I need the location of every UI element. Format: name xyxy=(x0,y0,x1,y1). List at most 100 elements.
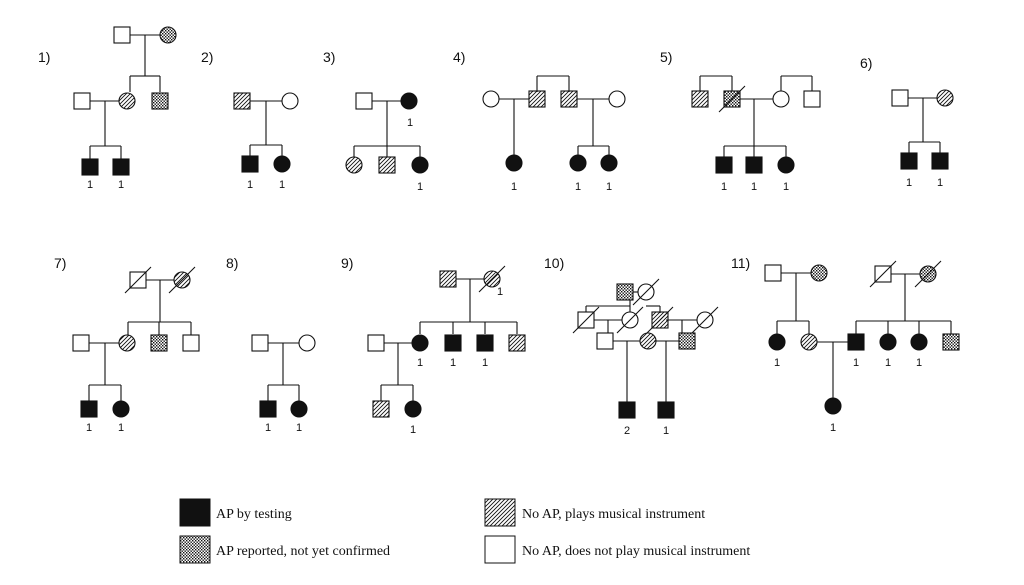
individual-count-17: 1 xyxy=(296,422,302,434)
legend-label-ap-reported: AP reported, not yet confirmed xyxy=(216,544,390,559)
male-unaffected-0 xyxy=(113,26,131,44)
individual-count-9: 1 xyxy=(721,181,727,193)
pedigree-label-6: 6) xyxy=(860,55,872,71)
male-ap-reported-4 xyxy=(151,92,169,110)
male-ap-testing-32 xyxy=(900,152,918,170)
female-ap-testing-21 xyxy=(569,154,587,172)
pedigree-label-3: 3) xyxy=(323,49,335,65)
female-ap-testing-29 xyxy=(777,156,795,174)
deceased-slash xyxy=(646,306,674,334)
individual-count-21: 1 xyxy=(482,357,488,369)
individual-count-6: 1 xyxy=(511,181,517,193)
individual-count-26: 1 xyxy=(853,357,859,369)
individual-count-18: 1 xyxy=(497,286,503,298)
female-plays-instrument-3 xyxy=(118,92,136,110)
deceased-slash xyxy=(718,85,746,113)
female-ap-reported-1 xyxy=(159,26,177,44)
pedigree-label-8: 8) xyxy=(226,255,238,271)
individual-count-7: 1 xyxy=(575,181,581,193)
male-unaffected-66 xyxy=(764,264,782,282)
individual-count-1: 1 xyxy=(118,179,124,191)
male-unaffected-2 xyxy=(73,92,91,110)
female-plays-instrument-71 xyxy=(800,333,818,351)
pedigree-label-5: 5) xyxy=(660,49,672,65)
individual-count-8: 1 xyxy=(606,181,612,193)
individual-count-29: 1 xyxy=(830,422,836,434)
male-ap-testing-27 xyxy=(715,156,733,174)
male-ap-testing-72 xyxy=(847,333,865,351)
individual-count-16: 1 xyxy=(265,422,271,434)
female-plays-instrument-37 xyxy=(118,334,136,352)
legend-swatch-no-ap-noplay xyxy=(484,535,516,564)
male-ap-testing-65 xyxy=(657,401,675,419)
individual-count-12: 1 xyxy=(906,177,912,189)
female-plays-instrument-31 xyxy=(936,89,954,107)
male-unaffected-42 xyxy=(251,334,269,352)
pedigree-symbols xyxy=(72,26,960,419)
female-ap-testing-54 xyxy=(404,400,422,418)
deceased-slash xyxy=(632,278,660,306)
male-unaffected-30 xyxy=(891,89,909,107)
male-plays-instrument-17 xyxy=(528,90,546,108)
legend-swatch-ap-testing xyxy=(179,498,211,527)
female-ap-testing-73 xyxy=(879,333,897,351)
individual-count-11: 1 xyxy=(783,181,789,193)
individual-count-23: 2 xyxy=(624,425,630,437)
male-ap-reported-55 xyxy=(616,283,634,301)
female-ap-testing-10 xyxy=(273,155,291,173)
deceased-slash xyxy=(616,306,644,334)
pedigree-lines xyxy=(88,34,952,402)
male-unaffected-11 xyxy=(355,92,373,110)
male-plays-instrument-18 xyxy=(560,90,578,108)
legend-label-ap-testing: AP by testing xyxy=(216,507,292,522)
female-ap-reported-67 xyxy=(810,264,828,282)
male-ap-testing-51 xyxy=(476,334,494,352)
individual-count-5: 1 xyxy=(417,181,423,193)
male-ap-testing-6 xyxy=(112,158,130,176)
female-ap-testing-12 xyxy=(400,92,418,110)
individual-count-13: 1 xyxy=(937,177,943,189)
deceased-slash xyxy=(168,266,196,294)
male-ap-testing-50 xyxy=(444,334,462,352)
male-plays-instrument-23 xyxy=(691,90,709,108)
male-ap-testing-5 xyxy=(81,158,99,176)
individual-count-0: 1 xyxy=(87,179,93,191)
individual-count-24: 1 xyxy=(663,425,669,437)
female-unaffected-16 xyxy=(482,90,500,108)
individual-count-15: 1 xyxy=(118,422,124,434)
deceased-slash xyxy=(478,265,506,293)
pedigree-label-4: 4) xyxy=(453,49,465,65)
female-ap-testing-22 xyxy=(600,154,618,172)
female-ap-testing-41 xyxy=(112,400,130,418)
male-unaffected-36 xyxy=(72,334,90,352)
legend-label-no-ap-plays: No AP, plays musical instrument xyxy=(522,507,705,522)
male-unaffected-61 xyxy=(596,332,614,350)
individual-count-3: 1 xyxy=(279,179,285,191)
female-plays-instrument-13 xyxy=(345,156,363,174)
male-ap-reported-75 xyxy=(942,333,960,351)
male-unaffected-26 xyxy=(803,90,821,108)
female-ap-testing-20 xyxy=(505,154,523,172)
deceased-slash xyxy=(869,260,897,288)
legend-swatch-ap-reported xyxy=(179,535,211,564)
female-ap-testing-76 xyxy=(824,397,842,415)
female-ap-testing-49 xyxy=(411,334,429,352)
male-plays-instrument-52 xyxy=(508,334,526,352)
pedigree-label-7: 7) xyxy=(54,255,66,271)
male-plays-instrument-53 xyxy=(372,400,390,418)
individual-count-4: 1 xyxy=(407,117,413,129)
individual-count-22: 1 xyxy=(410,424,416,436)
male-plays-instrument-14 xyxy=(378,156,396,174)
female-unaffected-25 xyxy=(772,90,790,108)
male-ap-testing-44 xyxy=(259,400,277,418)
legend-label-no-ap-noplay: No AP, does not play musical instrument xyxy=(522,544,750,559)
legend: AP by testing AP reported, not yet confi… xyxy=(179,498,750,564)
female-unaffected-8 xyxy=(281,92,299,110)
female-plays-instrument-62 xyxy=(639,332,657,350)
male-ap-testing-64 xyxy=(618,401,636,419)
female-ap-testing-74 xyxy=(910,333,928,351)
female-ap-testing-70 xyxy=(768,333,786,351)
legend-swatch-no-ap-plays xyxy=(484,498,516,527)
deceased-slash xyxy=(124,266,152,294)
